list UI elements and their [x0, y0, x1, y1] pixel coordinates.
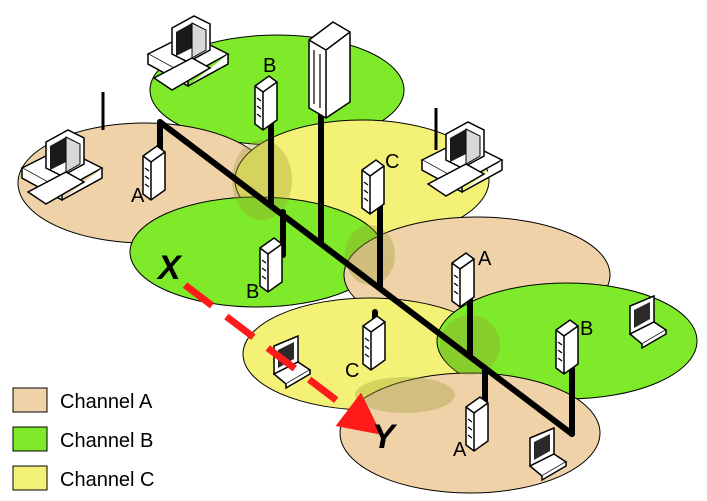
roaming-start-label: X — [156, 249, 183, 287]
desktop-computers — [21, 15, 503, 205]
ap-b-right — [555, 319, 579, 375]
cell-label: A — [478, 248, 492, 270]
backbone-main — [157, 119, 575, 437]
cell-label: C — [345, 360, 359, 382]
cell-label: A — [453, 439, 467, 461]
cell-label: C — [385, 151, 399, 173]
legend: Channel A Channel B Channel C — [12, 387, 155, 491]
cell-labels: B A C B A C B A — [131, 55, 593, 461]
legend-label-b: Channel B — [60, 430, 153, 452]
ap-b-top — [254, 75, 278, 131]
roaming-path — [182, 282, 382, 435]
ap-a-middle — [451, 252, 475, 308]
ap-c-top — [361, 159, 385, 215]
ap-a-bottom — [465, 396, 489, 452]
cell-label: B — [263, 55, 276, 77]
roaming-end-label: Y — [372, 418, 398, 456]
legend-label-c: Channel C — [60, 469, 155, 491]
roaming-arrow — [182, 282, 382, 435]
cell-label: A — [131, 185, 145, 207]
ap-c-bottom — [362, 315, 386, 371]
ap-a-left — [142, 145, 166, 201]
cell-label: B — [580, 318, 593, 340]
legend-label-a: Channel A — [60, 391, 153, 413]
legend-swatch-c — [12, 465, 48, 491]
ap-b-middle — [259, 237, 283, 293]
cell-label: B — [246, 281, 259, 303]
legend-swatch-a — [12, 387, 48, 413]
legend-swatch-b — [12, 426, 48, 452]
server-icon — [308, 21, 351, 119]
